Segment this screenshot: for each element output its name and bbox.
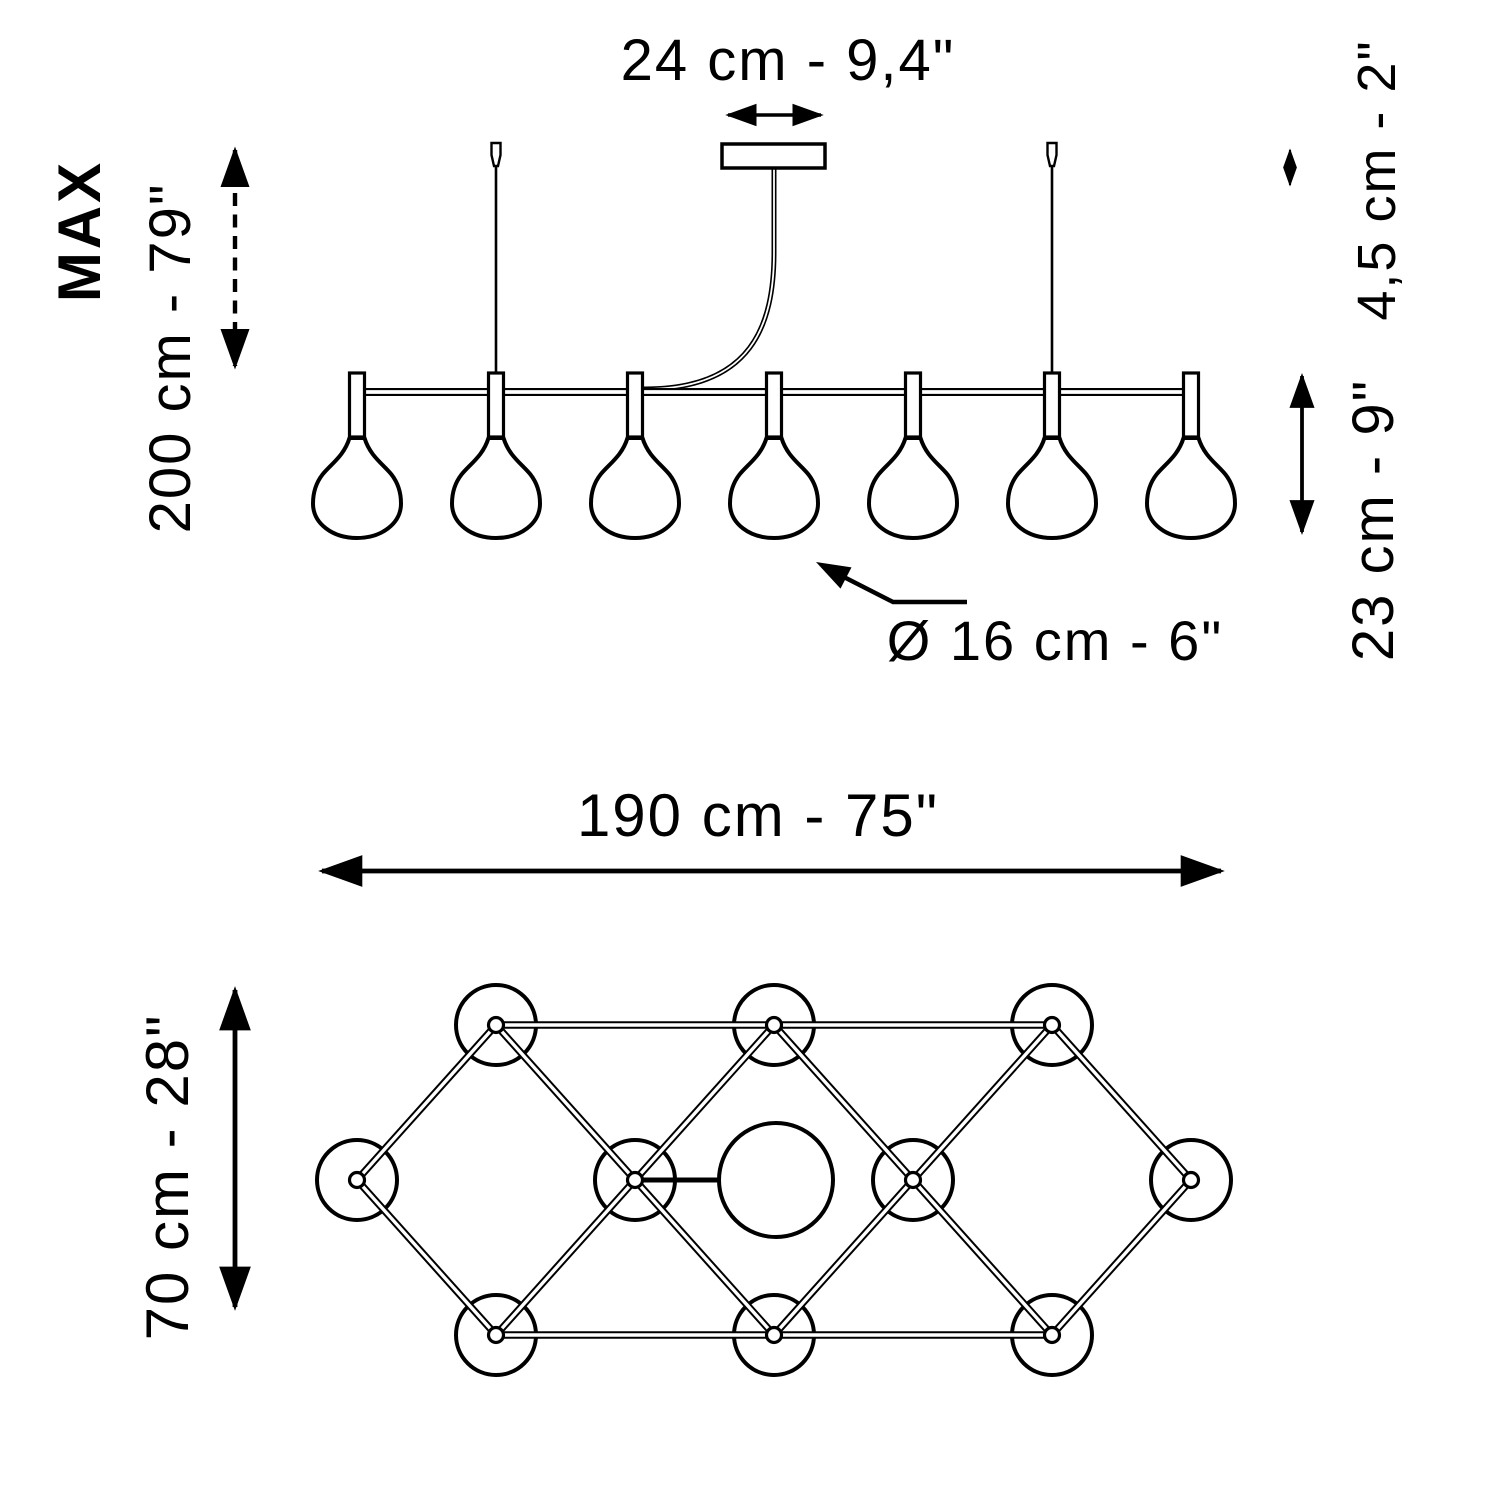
pendant-stem [1181, 371, 1201, 439]
max-label: MAX [46, 159, 113, 303]
pendant-stem [764, 371, 784, 439]
joint-node [625, 1170, 645, 1190]
pendant-bulbs [311, 436, 1237, 540]
bulb-circle [871, 1138, 955, 1222]
leader-bulb-diameter [816, 562, 967, 605]
pendant-bulb [589, 436, 681, 540]
ceiling-fitting-left [490, 141, 502, 168]
joint-node [903, 1170, 923, 1190]
joint-node [1181, 1170, 1201, 1190]
suspension-cable-left [490, 141, 502, 375]
joint-node [347, 1170, 367, 1190]
pendant-stem [486, 371, 506, 439]
width-label: 190 cm - 75" [576, 782, 940, 849]
ceiling-fitting-right [1046, 141, 1058, 168]
pendant-bulb [728, 436, 820, 540]
power-cord [636, 168, 777, 392]
suspension-height-label: 200 cm - 79" [138, 182, 203, 534]
pendant-bulb [311, 436, 403, 540]
joint-node [486, 1325, 506, 1345]
ceiling-canopy [720, 142, 827, 170]
pendant-height-label: 23 cm - 9" [1341, 378, 1406, 662]
side-view [220, 103, 1315, 605]
bulb-diameter-label: Ø 16 cm - 6" [886, 609, 1224, 672]
lattice-joints [347, 1015, 1201, 1345]
joint-node [764, 1015, 784, 1035]
pendant-stem [347, 371, 367, 439]
pendant-bulb [1145, 436, 1237, 540]
depth-label: 70 cm - 28" [134, 1013, 201, 1341]
pendant-stem [625, 371, 645, 439]
pendant-bulb [867, 436, 959, 540]
bulb-circle [315, 1138, 399, 1222]
joint-node [1042, 1325, 1062, 1345]
canopy-width-label: 24 cm - 9,4" [620, 28, 956, 93]
bulb-circle [1149, 1138, 1233, 1222]
suspension-cable-right [1046, 141, 1058, 375]
pendant-bulb [1006, 436, 1098, 540]
pendant-bulb [450, 436, 542, 540]
pendant-stem [1042, 371, 1062, 439]
canopy-circle [717, 1121, 835, 1239]
pendant-stem [903, 371, 923, 439]
pendant-stems [347, 371, 1201, 439]
top-view [219, 855, 1233, 1377]
canopy-height-label: 4,5 cm - 2" [1347, 39, 1407, 321]
joint-node [486, 1015, 506, 1035]
joint-node [764, 1325, 784, 1345]
joint-node [1042, 1015, 1062, 1035]
